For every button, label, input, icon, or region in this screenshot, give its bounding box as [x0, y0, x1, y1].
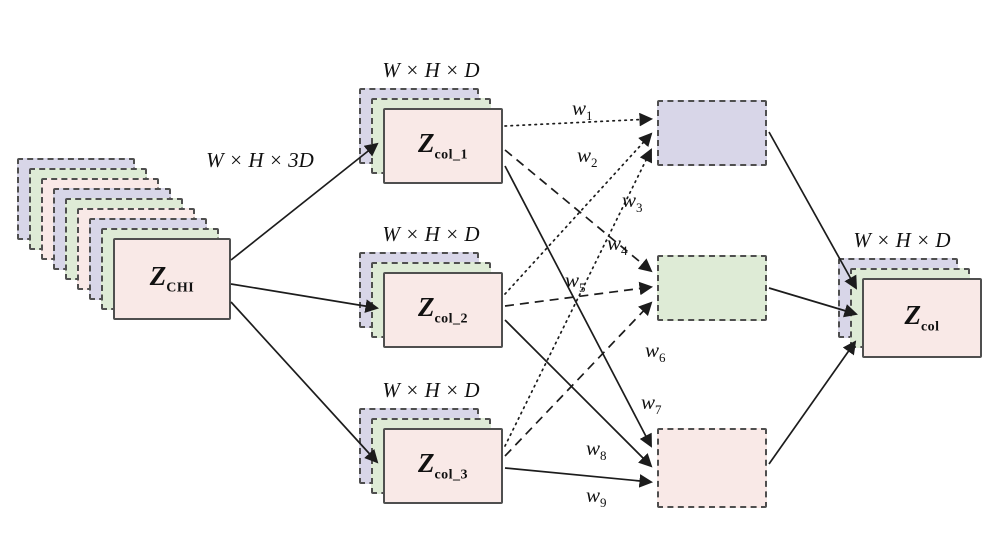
tensor-z-col-label: Zcol [904, 299, 940, 335]
tensor-z-col-3-label: Zcol_3 [417, 447, 469, 483]
label-symbol: w [565, 268, 580, 292]
weight-label-w5: w5 [565, 268, 586, 296]
input-dim-label: W × H × 3D [206, 148, 314, 172]
tensor-z-col-3: Zcol_3 [383, 428, 503, 504]
tensor-z-col: Zcol [862, 278, 982, 358]
label-subscript: col_3 [434, 467, 469, 483]
label-subscript: 6 [659, 350, 666, 366]
label-symbol: Z [417, 127, 435, 158]
weight-label-w2: w2 [577, 143, 598, 171]
arrow-bottombox-to-output [768, 340, 857, 465]
label-subscript: 7 [655, 402, 662, 418]
tensor-z-col-2: Zcol_2 [383, 272, 503, 348]
col1-dim-label: W × H × D [382, 58, 480, 82]
fusion-box-middle [657, 255, 767, 321]
label-symbol: Z [417, 447, 435, 478]
weight-label-w6: w6 [645, 338, 666, 366]
label-symbol: w [622, 188, 637, 212]
label-symbol: w [645, 338, 660, 362]
arrow-col2-to-bottombox [504, 319, 653, 468]
label-subscript: 8 [600, 448, 607, 464]
label-symbol: w [577, 143, 592, 167]
fusion-box-bottom [657, 428, 767, 508]
label-subscript: 9 [600, 495, 607, 511]
label-symbol: w [641, 390, 656, 414]
label-subscript: col [920, 319, 940, 335]
label-symbol: w [586, 483, 601, 507]
label-symbol: Z [904, 299, 921, 330]
arrow-col3-to-middlebox [504, 301, 653, 457]
weight-label-w4: w4 [607, 231, 628, 259]
weight-label-w8: w8 [586, 436, 607, 464]
weight-label-w9: w9 [586, 483, 607, 511]
label-symbol: w [572, 96, 587, 120]
weight-label-w1: w1 [572, 96, 593, 124]
tensor-z-chi-label: ZCHI [149, 260, 195, 296]
arrow-col3-to-bottombox [504, 467, 654, 488]
col2-dim-label: W × H × D [382, 222, 480, 246]
label-subscript: 3 [636, 200, 643, 216]
label-symbol: Z [417, 291, 435, 322]
tensor-z-col-1: Zcol_1 [383, 108, 503, 184]
label-subscript: col_1 [434, 147, 469, 163]
fusion-box-top [657, 100, 767, 166]
label-subscript: 5 [579, 280, 586, 296]
label-subscript: col_2 [434, 311, 469, 327]
label-symbol: w [586, 436, 601, 460]
label-subscript: 4 [621, 243, 628, 259]
col3-dim-label: W × H × D [382, 378, 480, 402]
arrow-input-to-col2 [230, 283, 380, 313]
label-subscript: CHI [166, 280, 195, 296]
weight-label-w3: w3 [622, 188, 643, 216]
label-subscript: 1 [586, 108, 593, 124]
weight-label-w7: w7 [641, 390, 662, 418]
label-symbol: Z [149, 260, 167, 291]
tensor-z-col-1-label: Zcol_1 [417, 127, 469, 163]
tensor-z-col-2-label: Zcol_2 [417, 291, 469, 327]
label-symbol: w [607, 231, 622, 255]
label-subscript: 2 [591, 155, 598, 171]
output-dim-label: W × H × D [853, 228, 951, 252]
tensor-z-chi: ZCHI [113, 238, 231, 320]
